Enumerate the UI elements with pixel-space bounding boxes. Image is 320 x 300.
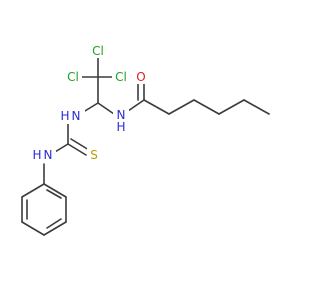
atom-h-anilino: H <box>32 148 41 162</box>
bond-ring-1 <box>43 183 67 198</box>
bonds <box>21 57 270 236</box>
bond-chain-4 <box>218 99 245 115</box>
bond-ring-inner-2 <box>46 218 62 229</box>
atom-labels: Cl Cl Cl O N H H N S H N <box>30 44 148 163</box>
bond-nh-carbonyl <box>127 99 145 112</box>
atom-oxygen: O <box>136 70 145 84</box>
bond-ch-nh-amide <box>97 102 115 115</box>
atom-h-amide: H <box>116 120 125 134</box>
bond-chain-2 <box>168 99 195 115</box>
bond-c-s-2 <box>70 138 90 151</box>
molecule-diagram: Cl Cl Cl O N H H N S H N <box>21 44 270 236</box>
atom-n-thio: N <box>72 109 81 123</box>
atom-cl-right: Cl <box>115 70 127 84</box>
atom-sulfur: S <box>90 148 98 162</box>
atom-cl-left: Cl <box>67 70 79 84</box>
bond-chain-3 <box>193 99 220 115</box>
bond-ring-3 <box>43 221 67 236</box>
bond-chain-1 <box>143 99 170 115</box>
molecule-structure: Cl Cl Cl O N H H N S H N <box>21 44 270 236</box>
bond-c-s-1 <box>67 143 87 156</box>
bond-ring-4 <box>21 221 45 236</box>
bond-ring-inner-1 <box>46 189 62 199</box>
bond-ring-6 <box>21 183 45 198</box>
atom-cl-top: Cl <box>92 44 104 58</box>
atom-n-anilino: N <box>44 148 53 162</box>
bond-chain-5 <box>243 99 270 115</box>
atom-h-thio: H <box>60 109 69 123</box>
atom-n-amide: N <box>117 108 126 122</box>
